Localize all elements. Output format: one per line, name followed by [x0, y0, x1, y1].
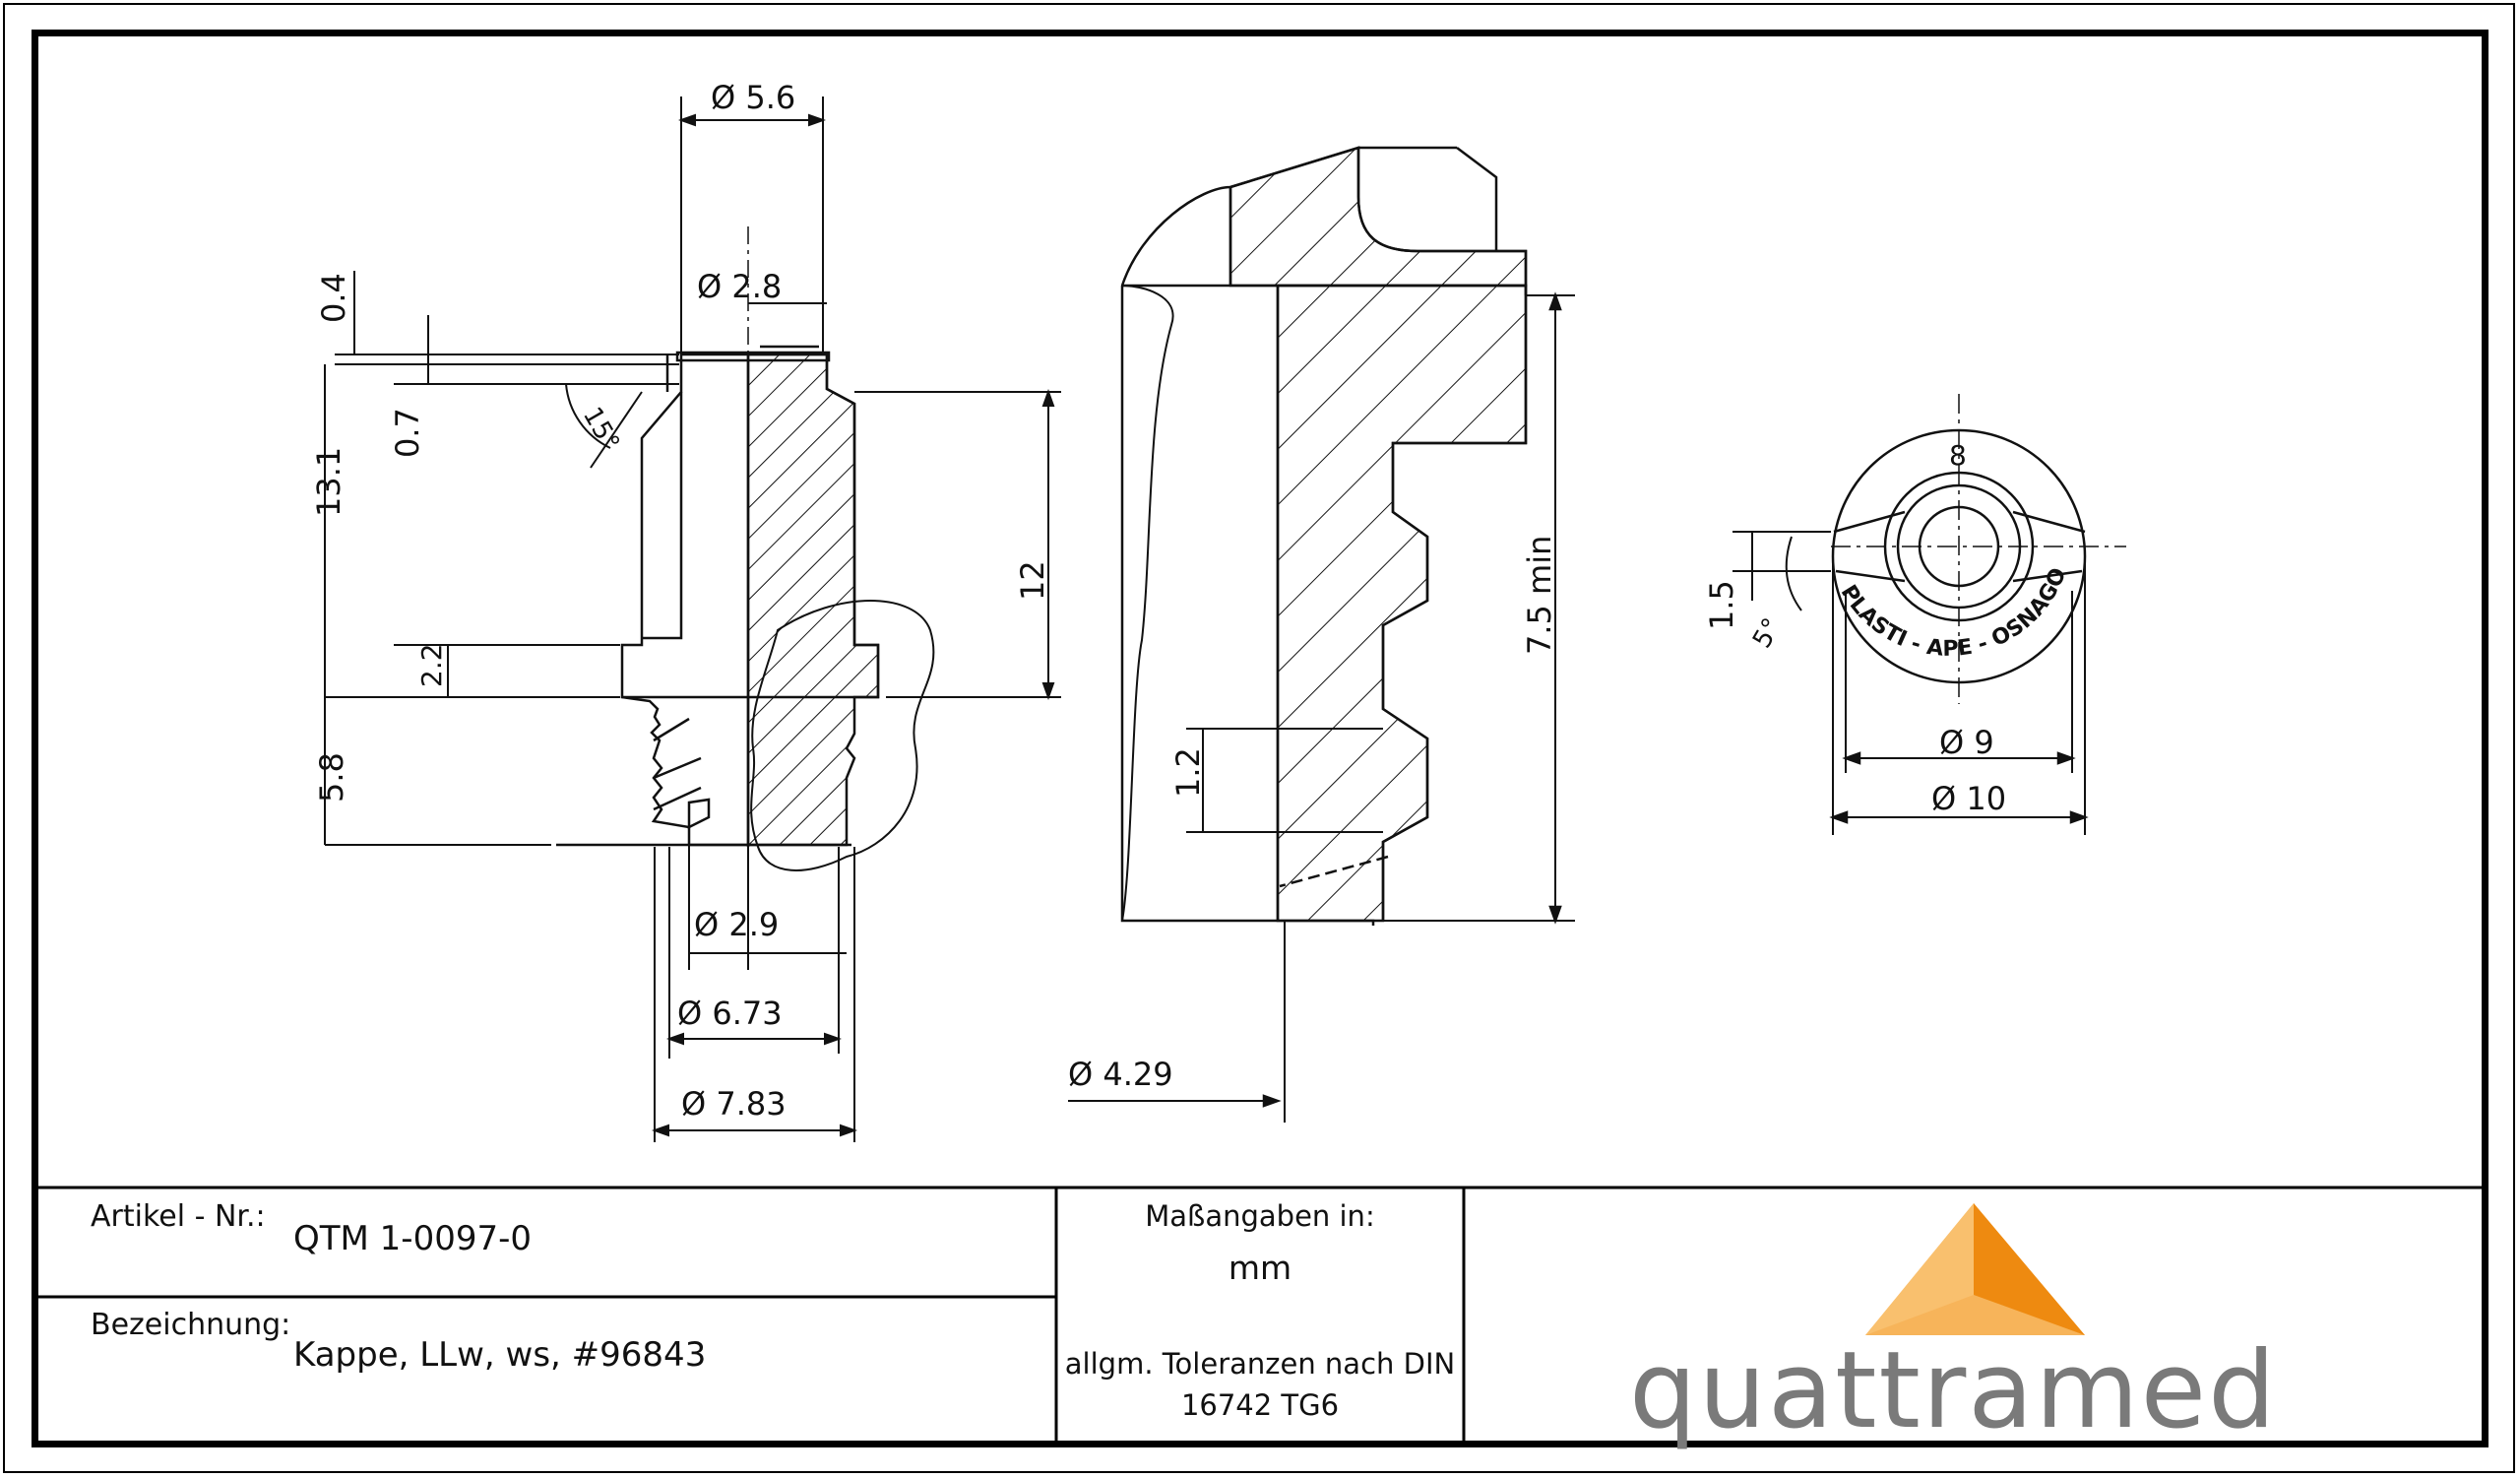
inner-frame	[32, 30, 2488, 1447]
dim-d673: Ø 6.73	[677, 995, 783, 1032]
tolerance-line1: allgm. Toleranzen nach DIN	[1064, 1347, 1456, 1381]
dim-07: 0.7	[389, 408, 426, 458]
dim-22: 2.2	[415, 643, 448, 687]
designation-label: Bezeichnung:	[91, 1308, 291, 1342]
dim-58: 5.8	[313, 752, 350, 803]
units-label: Maßangaben in:	[1145, 1199, 1375, 1233]
dim-d28: Ø 2.8	[697, 268, 782, 305]
dim-75min: 7.5 min	[1521, 536, 1558, 655]
top-view	[1732, 394, 2126, 835]
dim-d29: Ø 2.9	[694, 906, 779, 943]
designation-value: Kappe, LLw, ws, #96843	[293, 1335, 707, 1375]
dim-d10: Ø 10	[1931, 780, 2006, 817]
article-number-label: Artikel - Nr.:	[91, 1199, 266, 1234]
article-number-value: QTM 1-0097-0	[293, 1219, 533, 1258]
dim-d783: Ø 7.83	[681, 1085, 787, 1123]
dim-angle5: 5°	[1747, 613, 1788, 654]
dim-12b: 1.2	[1169, 747, 1207, 798]
dim-d56: Ø 5.6	[711, 79, 795, 116]
title-block-grid	[36, 1186, 2484, 1443]
cap-section-view	[556, 226, 935, 871]
dim-d429: Ø 4.29	[1068, 1056, 1173, 1093]
dim-d9: Ø 9	[1939, 724, 1994, 761]
units-value: mm	[1228, 1249, 1292, 1287]
dim-15: 1.5	[1703, 580, 1740, 630]
mark-8: 8	[1949, 439, 1967, 472]
dim-131: 13.1	[310, 447, 347, 517]
dim-12: 12	[1014, 560, 1051, 601]
outer-frame	[3, 3, 2515, 1473]
dimension-labels: Ø 5.6 Ø 2.8 0.4 0.7 13.1 12 2.2 5.8 Ø 2.…	[310, 79, 2071, 1123]
tolerance-line2: 16742 TG6	[1180, 1388, 1340, 1422]
left-dimension-lines	[324, 96, 1061, 1142]
dim-angle15: 15°	[577, 403, 625, 457]
detail-section-view	[1068, 146, 1575, 1123]
dim-04: 0.4	[315, 273, 352, 323]
logo-triangle	[1865, 1203, 2085, 1335]
company-logo-text: quattramed	[1629, 1329, 2278, 1452]
